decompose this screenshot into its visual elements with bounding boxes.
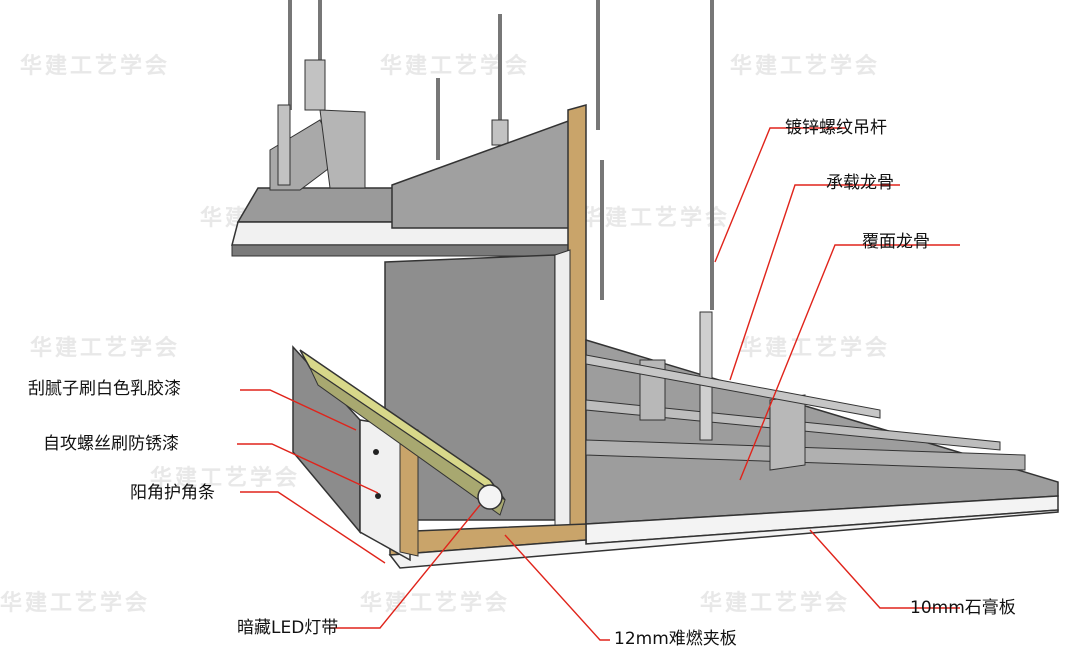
label-main-keel: 承载龙骨 [826, 173, 894, 193]
watermark: 华建工艺学会 [30, 336, 181, 361]
bottom-boards [388, 509, 1059, 569]
watermark: 华建工艺学会 [740, 336, 891, 361]
watermark: 华建工艺学会 [730, 54, 881, 79]
label-gypsum-board: 10mm石膏板 [910, 598, 1016, 618]
watermark: 华建工艺学会 [150, 466, 301, 491]
watermark: 华建工艺学会 [700, 591, 851, 616]
watermark: 华建工艺学会 [360, 591, 511, 616]
label-putty-paint: 刮腻子刷白色乳胶漆 [28, 379, 181, 399]
watermark: 华建工艺学会 [580, 206, 731, 231]
label-screw-antirust: 自攻螺丝刷防锈漆 [43, 434, 179, 454]
watermark: 华建工艺学会 [20, 54, 171, 79]
front-lip [292, 345, 419, 562]
leader-lines [237, 127, 960, 641]
watermark: 华建工艺学会 [0, 591, 151, 616]
led-strip [299, 349, 506, 516]
label-corner-bead: 阳角护角条 [130, 483, 215, 503]
label-threaded-rod: 镀锌螺纹吊杆 [785, 118, 887, 138]
label-plywood-board: 12mm难燃夹板 [614, 629, 737, 649]
plywood-drop-edge [567, 104, 587, 534]
watermark: 华建工艺学会 [380, 54, 531, 79]
label-cover-keel: 覆面龙骨 [862, 232, 930, 252]
lower-ceiling-plane [585, 311, 1059, 545]
back-panel [391, 113, 586, 229]
label-led-strip: 暗藏LED灯带 [237, 618, 339, 638]
